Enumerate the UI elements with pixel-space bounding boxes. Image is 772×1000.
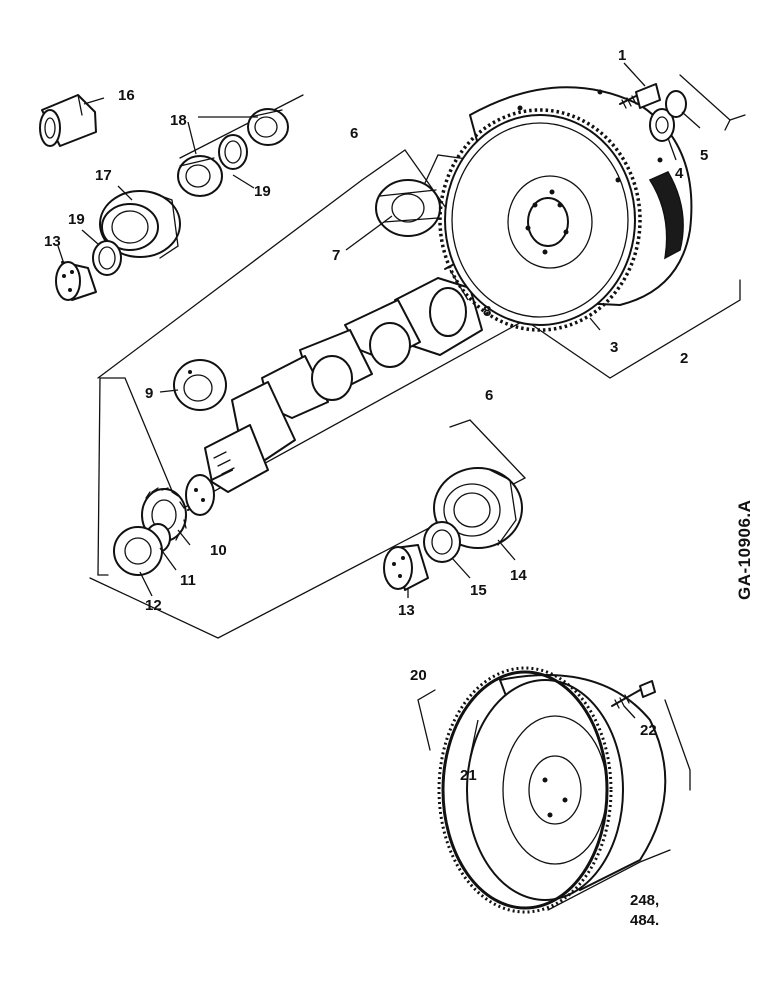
part-15-seal (423, 521, 461, 563)
part-19-thrust-washer-lower (92, 240, 122, 276)
callout-13-upper: 13 (44, 233, 61, 250)
callout-5: 5 (700, 147, 708, 164)
callout-7: 7 (332, 247, 340, 264)
callout-22: 22 (640, 722, 657, 739)
part-18-bearing-lower (177, 155, 223, 197)
callout-3: 3 (610, 339, 618, 356)
part-13-cap-upper (55, 261, 97, 301)
callout-484: 484. (630, 912, 659, 929)
callout-15: 15 (470, 582, 487, 599)
callout-20: 20 (410, 667, 427, 684)
part-16-bushing (39, 94, 97, 147)
part-3-ring-gear-teeth (438, 108, 642, 332)
part-17-seal-housing (99, 190, 181, 259)
part-5-lock-plate (665, 90, 687, 118)
callout-13-lower: 13 (398, 602, 415, 619)
callout-6-top: 6 (350, 125, 358, 142)
callout-6-mid: 6 (485, 387, 493, 404)
part-18-bearing-upper (247, 108, 289, 146)
part-6-crankshaft (185, 277, 483, 516)
part-19-thrust-washer-upper (218, 134, 248, 170)
callout-18: 18 (170, 112, 187, 129)
callout-10: 10 (210, 542, 227, 559)
part-9-main-bearing (173, 359, 227, 411)
callout-8: 8 (483, 303, 491, 320)
part-20-alt-flywheel (466, 674, 667, 901)
part-7-main-bearing (375, 179, 441, 237)
callout-19-upper: 19 (254, 183, 271, 200)
callout-4: 4 (675, 165, 684, 182)
callout-11: 11 (180, 572, 196, 589)
leader-lines (57, 62, 701, 759)
callout-2: 2 (680, 350, 688, 367)
callout-17: 17 (95, 167, 112, 184)
part-12-oil-slinger (113, 526, 163, 576)
part-4-pilot-bushing (649, 108, 675, 142)
bracket-group-20 (417, 689, 691, 911)
callout-19-lower: 19 (68, 211, 85, 228)
callout-14: 14 (510, 567, 527, 584)
callout-12: 12 (145, 597, 162, 614)
figure-code: GA-10906.A (735, 500, 754, 600)
part-2-flywheel-assembly (444, 86, 693, 326)
part-13-cap-lower (383, 544, 429, 591)
callout-labels: 1 2 3 4 5 6 6 7 8 9 10 11 12 13 13 14 15… (44, 47, 708, 929)
part-1-flywheel-bolt (619, 83, 661, 109)
callout-9: 9 (145, 385, 153, 402)
callout-21: 21 (460, 767, 477, 784)
callout-248: 248, (630, 892, 659, 909)
bracket-group-14 (89, 419, 527, 639)
part-21-ring-gear (437, 666, 613, 914)
part-22-bolt (611, 680, 656, 709)
bracket-group-6 (97, 149, 526, 576)
callout-16: 16 (118, 87, 135, 104)
callout-1: 1 (618, 47, 626, 64)
